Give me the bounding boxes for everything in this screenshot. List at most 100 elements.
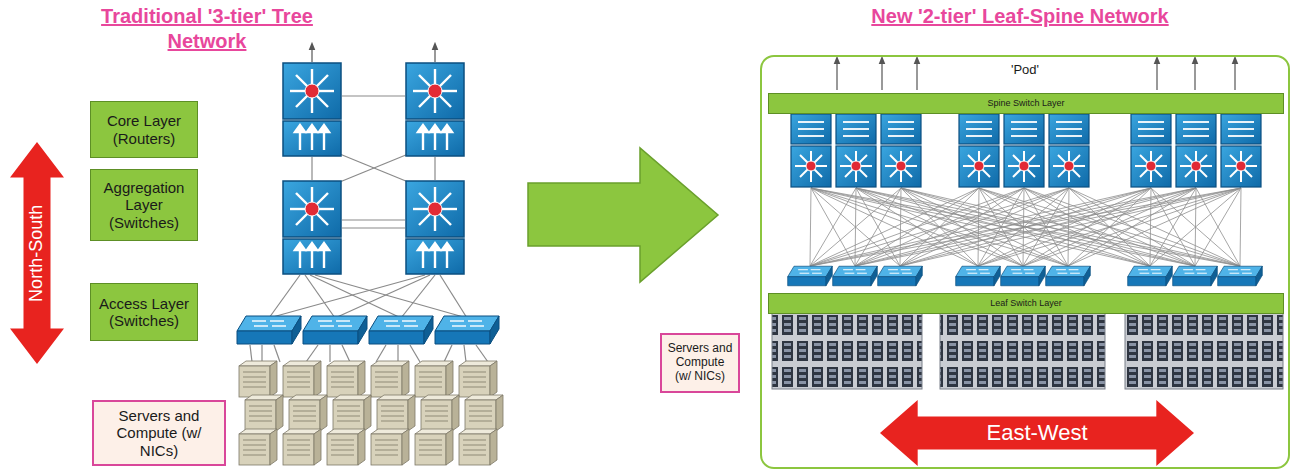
node-text: Servers and Compute (w/ NICs) <box>98 407 220 459</box>
server-tower <box>459 361 497 397</box>
leaf-switch <box>833 266 878 286</box>
server-tower <box>289 395 327 431</box>
spine-switch <box>836 114 876 187</box>
node-text: Leaf Switch Layer <box>990 298 1062 308</box>
server-towers <box>239 361 503 465</box>
node-text: East-West <box>986 420 1087 445</box>
leaf-switch <box>956 266 1001 286</box>
server-tower <box>239 361 277 397</box>
server-tower <box>415 429 453 465</box>
leaf-switch <box>1128 266 1173 286</box>
mesh-link <box>810 188 1151 266</box>
transition-arrow <box>528 148 718 282</box>
access-switch <box>303 316 367 344</box>
spine-switch <box>791 114 831 187</box>
leaf-switch <box>1001 266 1046 286</box>
spine-switch <box>1049 114 1089 187</box>
core-router <box>406 63 464 156</box>
layer-box: Access Layer (Switches) <box>90 283 198 341</box>
node-text: Access Layer (Switches) <box>95 295 193 330</box>
direction-arrow: North-South <box>10 142 64 364</box>
mesh-link <box>979 188 1195 266</box>
server-box: Servers and Compute (w/ NICs) <box>660 333 740 393</box>
server-tower <box>283 429 321 465</box>
spine-switches <box>791 114 1261 187</box>
section-title: New '2-tier' Leaf-Spine Network <box>800 4 1240 29</box>
server-tower <box>327 361 365 397</box>
mesh-link <box>811 188 1240 266</box>
node-text: Core Layer (Routers) <box>95 112 193 147</box>
mesh-link <box>1024 188 1240 266</box>
core-router <box>283 63 341 156</box>
arrow-body <box>880 400 1194 466</box>
mesh-link <box>901 188 1240 266</box>
leaf-switches <box>788 266 1263 286</box>
spine-switch <box>1131 114 1171 187</box>
mesh-link <box>810 188 1196 266</box>
node-text: Servers and Compute (w/ NICs) <box>666 342 734 383</box>
server-tower <box>239 429 277 465</box>
layer-box: Core Layer (Routers) <box>90 101 198 158</box>
server-tower <box>327 429 365 465</box>
node-text: 'Pod' <box>1011 63 1039 78</box>
server-tower <box>283 361 321 397</box>
mesh-link <box>856 188 1240 266</box>
leaf-switch <box>1046 266 1091 286</box>
mesh-link <box>900 188 1069 266</box>
leaf-switch <box>788 266 833 286</box>
mesh-link <box>810 188 1241 266</box>
mesh-link <box>1195 188 1241 266</box>
server-tower <box>377 395 415 431</box>
mesh-link <box>1068 188 1241 266</box>
leaf-switch <box>1218 266 1263 286</box>
mesh-link <box>810 188 811 266</box>
section-title: Traditional '3-tier' Tree Network <box>62 4 352 54</box>
pod-container: 'Pod' Spine Switch LayerLeaf Switch Layer <box>760 55 1290 469</box>
mesh-link <box>900 188 1241 266</box>
server-tower <box>415 361 453 397</box>
leaf-switch <box>878 266 923 286</box>
leaf-spine-mesh <box>810 188 1241 266</box>
mesh-link <box>1150 188 1241 266</box>
mesh-link <box>811 188 1195 266</box>
node-text: Spine Switch Layer <box>987 98 1064 108</box>
node-text: North-South <box>27 204 48 301</box>
mesh-link <box>811 188 1150 266</box>
spine-switch <box>1176 114 1216 187</box>
access-switch <box>435 316 499 344</box>
mesh-link <box>1069 188 1240 266</box>
mesh-link <box>978 188 1241 266</box>
direction-arrow: East-West <box>880 400 1194 466</box>
server-tower <box>421 395 459 431</box>
spine-switch <box>881 114 921 187</box>
server-tower <box>333 395 371 431</box>
mesh-link <box>979 188 1240 266</box>
server-tower <box>459 429 497 465</box>
mesh-link <box>855 188 1241 266</box>
aggregation-switch <box>283 181 341 274</box>
node-text: Aggregation Layer (Switches) <box>95 179 193 231</box>
spine-switch <box>1221 114 1261 187</box>
server-tower <box>245 395 283 431</box>
uplink-arrows <box>312 46 435 62</box>
leaf-switch <box>1173 266 1218 286</box>
server-tower <box>371 361 409 397</box>
mesh-link <box>1240 188 1241 266</box>
spine-switch <box>959 114 999 187</box>
mesh-link <box>810 188 1069 266</box>
access-switch <box>369 316 433 344</box>
layer-band: Leaf Switch Layer <box>768 293 1284 314</box>
mesh-link <box>1023 188 1241 266</box>
layer-box: Aggregation Layer (Switches) <box>90 169 198 241</box>
mesh-link <box>855 188 1069 266</box>
aggregation-switch <box>406 181 464 274</box>
server-box: Servers and Compute (w/ NICs) <box>92 400 226 466</box>
layer-band: Spine Switch Layer <box>768 93 1284 114</box>
mesh-link <box>810 188 979 266</box>
uplink-arrows <box>837 60 1235 90</box>
server-tower <box>465 395 503 431</box>
server-tower <box>371 429 409 465</box>
arrow-body <box>10 142 64 364</box>
mesh-link <box>811 188 978 266</box>
server-racks <box>772 311 1283 389</box>
